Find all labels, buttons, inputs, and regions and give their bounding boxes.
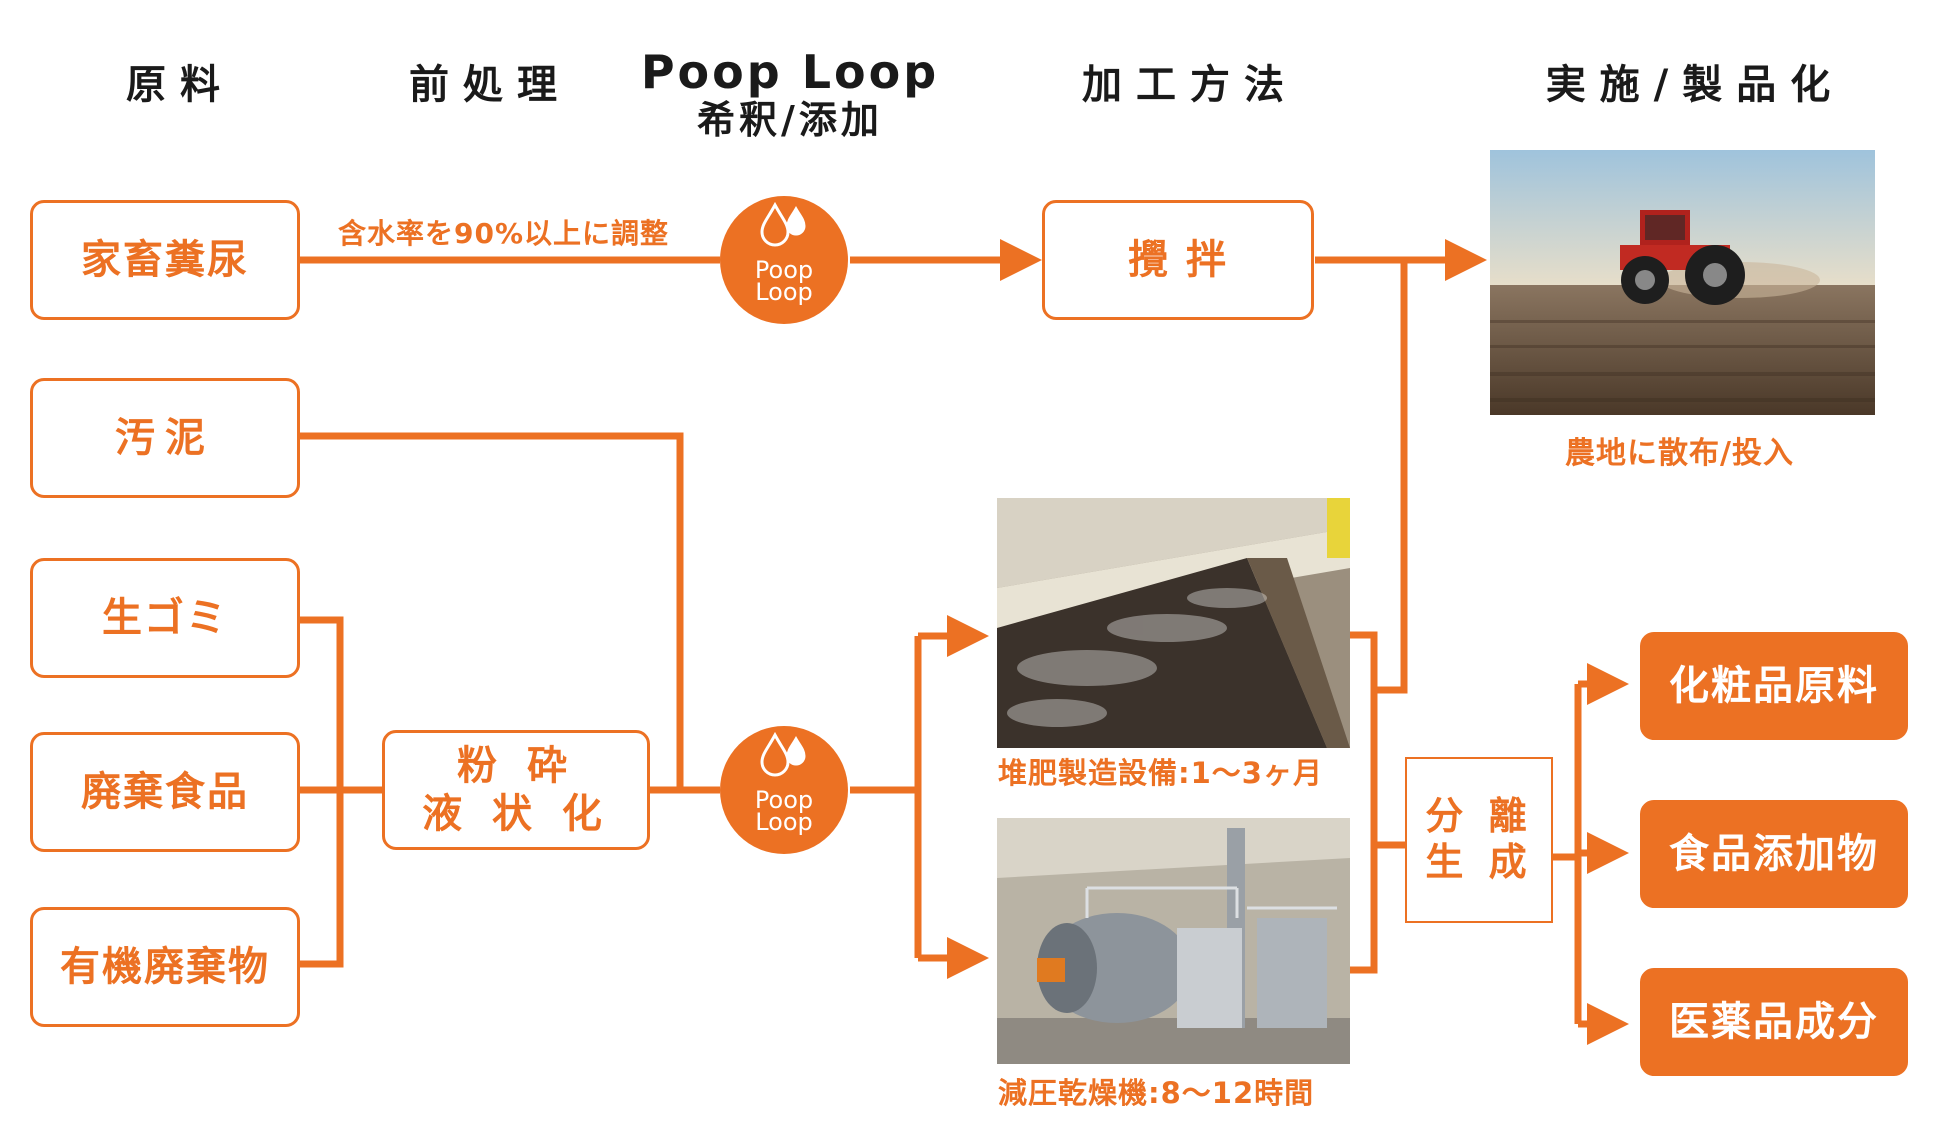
logo-text-bottom-1: Poop — [755, 786, 813, 814]
product-food-additive: 食品添加物 — [1640, 800, 1908, 908]
product-cosmetics: 化粧品原料 — [1640, 632, 1908, 740]
farm-tractor-photo — [1490, 150, 1875, 415]
tractor-image — [1490, 150, 1875, 415]
raw-organic-waste: 有機廃棄物 — [30, 907, 300, 1027]
poop-loop-logo-bottom — [720, 726, 848, 854]
poop-loop-logo-top — [720, 196, 848, 324]
raw-livestock-manure: 家畜糞尿 — [30, 200, 300, 320]
water-drops-icon — [760, 731, 806, 777]
connector-compost-out — [1350, 631, 1378, 974]
dryer-label: 減圧乾燥機:8〜12時間 — [998, 1076, 1315, 1110]
preprocess-box: 粉 砕 液 状 化 — [382, 730, 650, 850]
header-raw: 原料 — [126, 62, 234, 108]
raw-garbage: 生ゴミ — [30, 558, 300, 678]
header-poop-loop: Poop Loop 希釈/添加 — [640, 46, 940, 143]
header-preprocess: 前処理 — [409, 62, 571, 108]
compost-label: 堆肥製造設備:1〜3ヶ月 — [998, 756, 1323, 790]
raw-sludge: 汚泥 — [30, 378, 300, 498]
raw-food-waste: 廃棄食品 — [30, 732, 300, 852]
separation-line2: 生 成 — [1425, 840, 1533, 884]
preprocess-line2: 液 状 化 — [422, 791, 610, 837]
header-method: 加工方法 — [1082, 62, 1298, 108]
water-drops-icon — [760, 201, 806, 247]
compost-facility-photo — [997, 498, 1350, 748]
water-content-label: 含水率を90%以上に調整 — [338, 217, 670, 250]
logo-text-bottom-2: Loop — [755, 808, 813, 836]
logo-text-top-1: Poop — [755, 256, 813, 284]
preprocess-line1: 粉 砕 — [457, 743, 575, 789]
header-poop-loop-sub: 希釈/添加 — [697, 97, 883, 142]
dryer-image — [997, 818, 1350, 1064]
separation-line1: 分 離 — [1425, 794, 1533, 839]
process-stir: 攪 拌 — [1042, 200, 1314, 320]
header-poop-loop-title: Poop Loop — [640, 45, 940, 99]
compost-image — [997, 498, 1350, 748]
connector-compost-farm — [1374, 260, 1408, 694]
tractor-icon — [1620, 210, 1745, 305]
header-implementation: 実施/製品化 — [1545, 62, 1845, 108]
logo-text-top-2: Loop — [755, 278, 813, 306]
process-separation: 分 離 生 成 — [1405, 757, 1553, 923]
farm-label: 農地に散布/投入 — [1565, 436, 1794, 471]
dryer-machine-photo — [997, 818, 1350, 1064]
product-pharma: 医薬品成分 — [1640, 968, 1908, 1076]
